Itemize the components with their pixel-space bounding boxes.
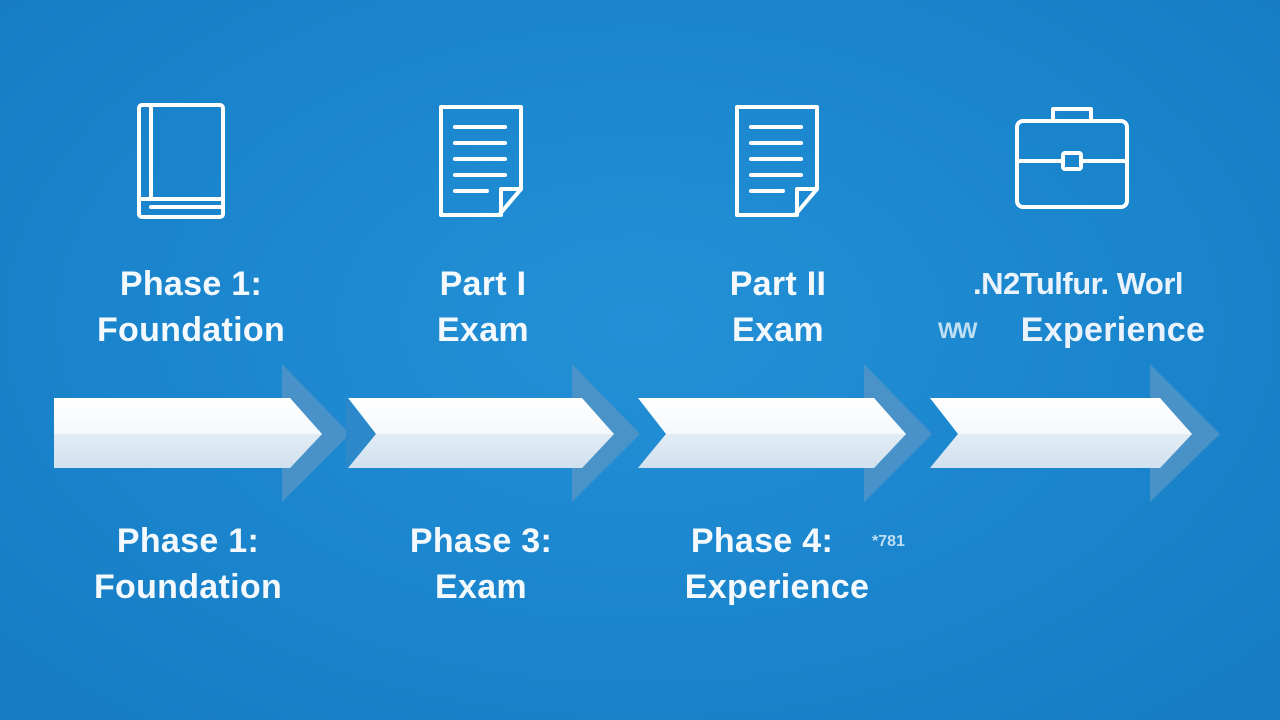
step-3-top-line-1: Part II [729,265,827,303]
briefcase-icon [1011,97,1131,227]
document-icon [717,97,837,227]
step-1-top-line-2: Foundation [96,311,286,349]
step-1-top-line-1: Phase 1: [119,265,263,303]
step-4-top-noise: WW [938,318,978,343]
arrow-1 [54,362,354,502]
step-1-top-label: Phase 1: Foundation [41,261,341,353]
step-2-top-line-2: Exam [437,311,529,349]
step-4-top-label: .N2Tulfur. Worl Experience [928,261,1228,353]
arrow-4 [928,362,1228,502]
step-3-bottom-line-2: Experience [684,568,870,606]
step-2-top-line-1: Part I [439,265,527,303]
step-2-bottom-label: Phase 3: Exam [331,518,631,610]
step-3-top-label: Part II Exam [628,261,928,353]
arrow-2 [346,362,646,502]
step-4-top-line-1: .N2Tulfur. Worl [972,266,1184,301]
step-3-bottom-line-1: Phase 4: [690,522,834,560]
step-2-bottom-line-1: Phase 3: [409,522,553,560]
arrow-3 [636,362,936,502]
step-3-bottom-label: Phase 4: Experience [627,518,927,610]
step-3-bottom-noise: *781 [872,533,905,550]
step-4-top-line-2: Experience [1020,311,1206,349]
step-1-bottom-label: Phase 1: Foundation [38,518,338,610]
step-2-top-label: Part I Exam [333,261,633,353]
book-icon [121,97,241,227]
step-1-bottom-line-2: Foundation [93,568,283,606]
document-icon [421,97,541,227]
step-1-bottom-line-1: Phase 1: [116,522,260,560]
step-3-top-line-2: Exam [732,311,824,349]
step-2-bottom-line-2: Exam [435,568,527,606]
